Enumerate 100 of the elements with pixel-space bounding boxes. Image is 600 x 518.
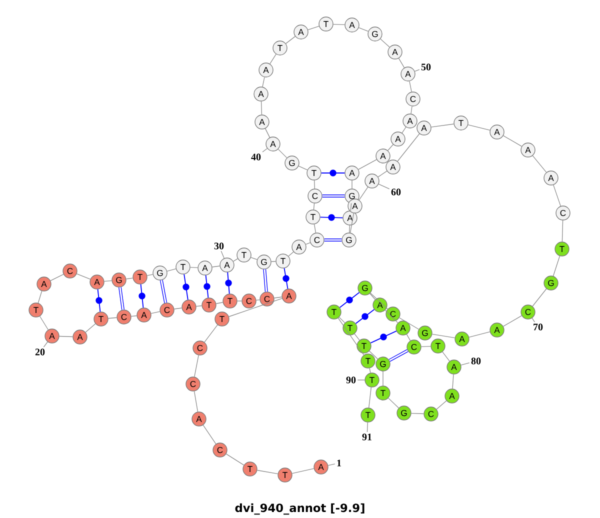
position-number: 50 xyxy=(421,64,431,70)
position-number: 40 xyxy=(251,154,261,160)
backbone-line xyxy=(552,256,560,276)
backbone-line xyxy=(228,298,282,317)
backbone-line xyxy=(166,268,176,272)
backbone-line xyxy=(397,133,420,162)
backbone-line xyxy=(532,288,547,307)
base-pair-line xyxy=(263,269,268,292)
backbone-line xyxy=(271,261,276,262)
backbone-line xyxy=(411,412,424,414)
backbone-line xyxy=(406,334,411,341)
backbone-line xyxy=(503,315,522,327)
position-number: 60 xyxy=(391,188,401,196)
base-pair-line xyxy=(370,330,397,344)
backbone-line xyxy=(298,166,308,170)
position-number: 70 xyxy=(534,324,543,330)
backbone-line xyxy=(503,135,522,147)
backbone-line xyxy=(288,252,294,256)
position-number: 20 xyxy=(35,348,45,356)
backbone-line xyxy=(432,334,456,338)
base-pair-line xyxy=(322,194,345,198)
backbone-line xyxy=(278,148,288,158)
backbone-line xyxy=(130,315,138,317)
backbone-line xyxy=(410,106,412,114)
backbone-line xyxy=(202,424,216,444)
backbone-line xyxy=(388,144,394,151)
backbone-line xyxy=(50,274,64,282)
backbone-line xyxy=(369,368,371,374)
backbone-line xyxy=(270,54,276,64)
backbone-line xyxy=(256,470,278,474)
backbone-line xyxy=(350,212,354,234)
leader-line xyxy=(262,148,268,152)
position-number: 91 xyxy=(362,434,372,440)
backbone-line xyxy=(314,180,316,190)
backbone-line xyxy=(532,155,547,173)
backbone-line xyxy=(306,242,310,245)
backbone-line xyxy=(398,58,405,68)
backbone-line xyxy=(333,24,345,26)
base-pair-line xyxy=(324,238,342,242)
position-number: 90 xyxy=(346,376,356,384)
backbone-line xyxy=(256,299,260,301)
backbone-line xyxy=(553,184,561,206)
backbone-line xyxy=(421,346,431,348)
leader-line xyxy=(532,318,536,322)
backbone-line xyxy=(40,316,48,330)
backbone-line xyxy=(262,76,265,88)
backbone-line xyxy=(338,316,346,324)
base-pair-line xyxy=(204,274,210,298)
base-pair-line xyxy=(320,170,346,176)
leader-line xyxy=(43,342,48,348)
base-pair-line xyxy=(118,287,124,310)
backbone-line xyxy=(308,26,320,30)
backbone-line xyxy=(430,124,454,128)
backbone-line xyxy=(233,258,238,262)
backbone-line xyxy=(380,38,390,48)
base-pair-line xyxy=(160,280,168,304)
backbone-line xyxy=(442,352,450,362)
backbone-line xyxy=(108,317,118,319)
backbone-line xyxy=(436,400,447,410)
backbone-line xyxy=(264,128,270,138)
backbone-line xyxy=(194,390,198,412)
backbone-line xyxy=(370,292,388,310)
backbone-line xyxy=(409,80,412,92)
leader-line xyxy=(414,69,420,72)
backbone-line xyxy=(237,300,242,302)
backbone-line xyxy=(382,371,384,386)
backbone-line xyxy=(354,333,360,341)
backbone-line xyxy=(452,374,454,390)
base-pair-line xyxy=(182,274,190,300)
backbone-line xyxy=(314,224,316,234)
backbone-line xyxy=(369,350,378,360)
base-pair-line xyxy=(388,349,408,362)
backbone-line xyxy=(226,454,244,466)
position-number: 80 xyxy=(471,358,481,364)
base-pair-line xyxy=(282,268,290,290)
backbone-line xyxy=(468,332,490,338)
backbone-line xyxy=(204,324,218,342)
backbone-line xyxy=(212,266,220,268)
backbone-line xyxy=(349,225,350,233)
backbone-line xyxy=(358,186,368,200)
base-pair-line xyxy=(225,272,232,294)
backbone-line xyxy=(274,296,282,298)
backbone-line xyxy=(85,323,96,333)
base-pair-line xyxy=(138,284,146,308)
backbone-line xyxy=(358,27,368,32)
backbone-line xyxy=(313,202,315,210)
leader-line xyxy=(378,184,390,190)
backbone-line xyxy=(562,220,564,242)
backbone-line xyxy=(194,354,199,378)
base-pair-line xyxy=(355,309,375,324)
backbone-line xyxy=(398,317,420,330)
backbone-line xyxy=(292,468,314,474)
title: dvi_940_annot [-9.9] xyxy=(235,503,364,515)
backbone-line xyxy=(338,318,364,356)
backbone-line xyxy=(196,305,202,307)
base-pair-line xyxy=(339,292,360,308)
leader-line xyxy=(460,362,470,366)
backbone-line xyxy=(59,336,73,338)
backbone-line xyxy=(402,126,406,134)
backbone-line xyxy=(370,293,376,300)
